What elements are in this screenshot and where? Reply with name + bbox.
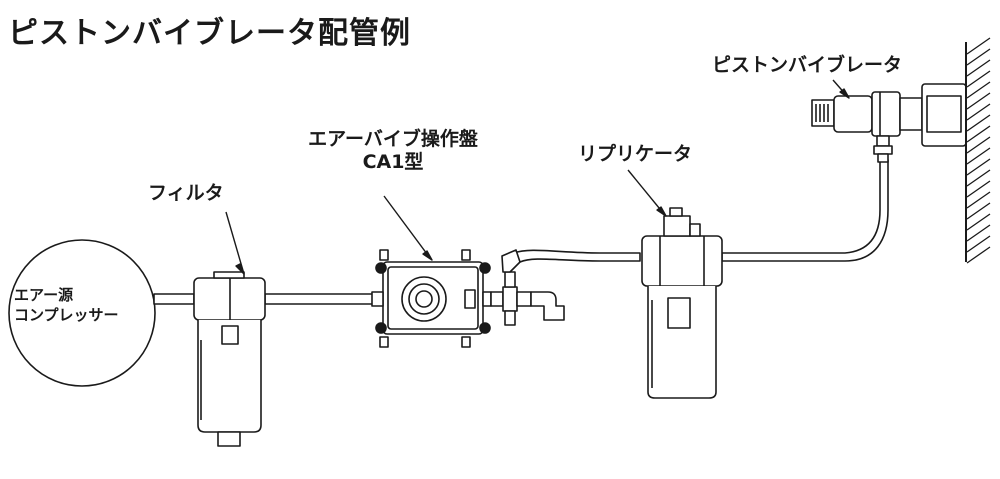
filter-unit (193, 271, 266, 447)
wall-hatch-line (966, 103, 991, 121)
wall-hatch-line (966, 224, 991, 242)
piston-vibrator-label: ピストンバイブレータ (712, 54, 903, 76)
wall-hatch-line (966, 147, 991, 165)
wall-hatch-line (966, 213, 991, 231)
lubricator-label: リプリケータ (578, 143, 693, 165)
wall-hatch-line (966, 81, 991, 99)
wall-hatch-line (966, 48, 991, 66)
lubricator-unit (641, 207, 723, 399)
air-source-label-line2: コンプレッサー (14, 306, 119, 325)
leader-lines (225, 79, 850, 275)
pipe-lubricator-to-vibrator (721, 159, 889, 262)
valve-assembly (490, 249, 565, 326)
wall-hatch-line (966, 136, 991, 154)
pipe-compressor-to-filter (153, 293, 195, 305)
wall-hatch-line (966, 59, 991, 77)
wall-hatch-line (966, 37, 991, 55)
compressor-circle (8, 239, 156, 387)
wall-hatch-line (966, 246, 991, 264)
pipe-panel-to-lubricator (513, 249, 641, 263)
wall-hatch-line (966, 180, 991, 198)
wall-hatch-line (966, 125, 991, 143)
control-panel-unit (371, 249, 492, 348)
air-source-label-line1: エアー源 (14, 286, 74, 304)
wall-hatch-line (966, 158, 991, 176)
piston-vibrator-unit (811, 83, 967, 163)
hatched-wall-icon (965, 37, 991, 264)
control-panel-label: エアーバイブ操作盤 CA1型 (278, 128, 508, 174)
air-source-label: エアー源 コンプレッサー (14, 285, 119, 326)
control-panel-label-line1: エアーバイブ操作盤 (308, 128, 478, 150)
pipe-filter-to-panel (264, 293, 374, 305)
wall-hatch-line (966, 169, 991, 187)
wall-hatch-line (966, 202, 991, 220)
wall-hatch-line (966, 191, 991, 209)
wall-hatch-line (966, 70, 991, 88)
control-panel-label-line2: CA1型 (362, 150, 424, 173)
page-title: ピストンバイブレータ配管例 (8, 16, 411, 51)
wall-hatch-line (966, 114, 991, 132)
wall-hatch-line (966, 92, 991, 110)
wall-hatch-line (966, 235, 991, 253)
filter-label: フィルタ (148, 182, 224, 204)
